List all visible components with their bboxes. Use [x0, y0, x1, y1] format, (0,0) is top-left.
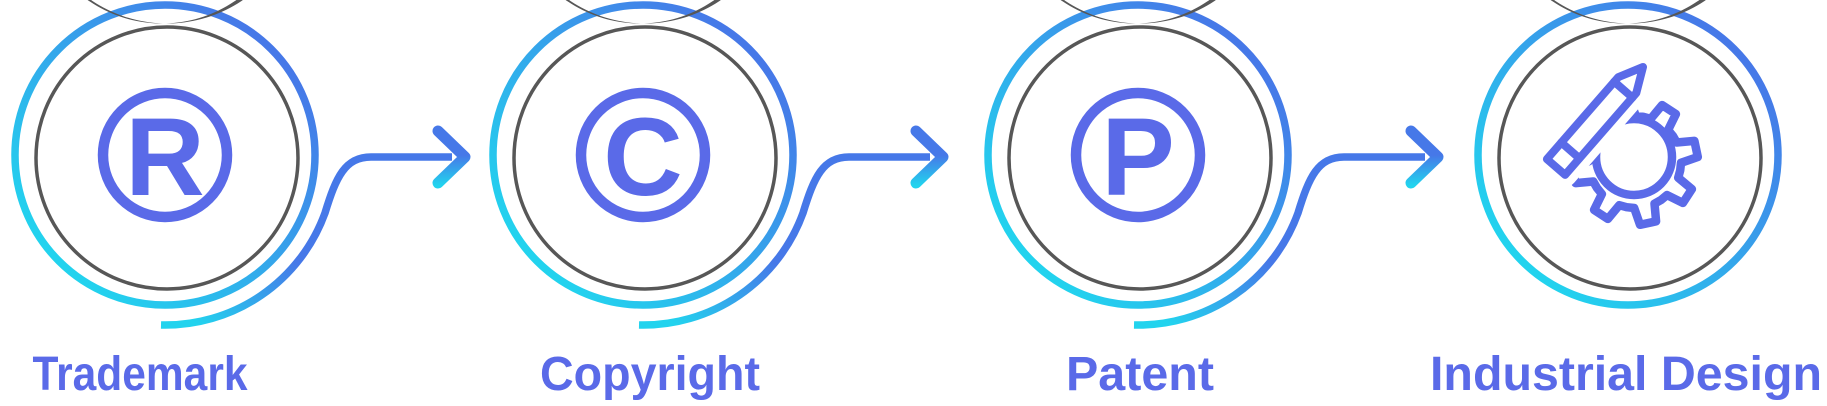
glyph-letter: P	[1101, 96, 1174, 219]
glyph-letter: R	[125, 96, 204, 219]
glyph-circle	[575, 87, 711, 223]
pencil-gear-icon	[1534, 55, 1703, 230]
badge-label-trademark: Trademark	[33, 348, 248, 401]
pencil-tip-line	[1610, 77, 1637, 102]
registered-trademark-icon: R	[97, 87, 233, 223]
patent-icon: P	[1070, 87, 1206, 223]
badge-ring	[1478, 0, 1778, 305]
badge-trademark: R	[15, 0, 315, 305]
glyph-letter: C	[603, 96, 682, 219]
badge-industrial-design	[1478, 0, 1778, 305]
glyph-circle	[97, 87, 233, 223]
badge-copyright: C	[493, 0, 793, 305]
badge-label-patent: Patent	[1066, 348, 1214, 401]
badge-label-industrial-design: Industrial Design	[1430, 348, 1822, 401]
badge-label-copyright: Copyright	[540, 348, 760, 401]
copyright-icon: C	[575, 87, 711, 223]
pencil-ferrule-line	[1557, 138, 1584, 163]
badge-patent: P	[988, 0, 1288, 305]
glyph-circle	[1070, 87, 1206, 223]
